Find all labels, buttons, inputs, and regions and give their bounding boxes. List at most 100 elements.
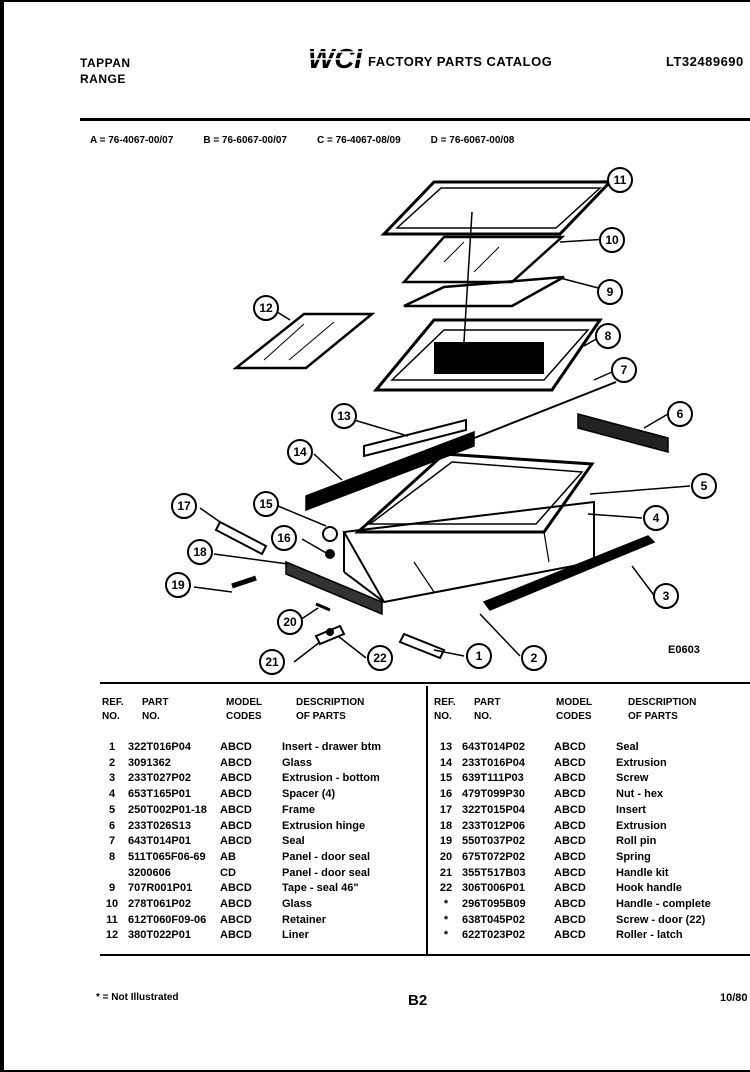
model-codes-cell: ABCD xyxy=(554,772,586,785)
callout-16: 16 xyxy=(271,525,297,551)
callout-1: 1 xyxy=(466,643,492,669)
svg-text:5: 5 xyxy=(701,479,708,493)
callout-7: 7 xyxy=(611,357,637,383)
part-number-cell: 322T016P04 xyxy=(128,741,191,753)
model-codes-cell: ABCD xyxy=(554,850,586,863)
part-liner-shape xyxy=(232,312,376,370)
model-codes-cell: ABCD xyxy=(554,929,586,942)
callout-11: 11 xyxy=(607,167,633,193)
description-cell: Extrusion xyxy=(616,756,667,769)
part-number-cell: 355T517B03 xyxy=(462,866,526,879)
ref-cell: 8 xyxy=(108,850,116,863)
model-codes-cell: ABCD xyxy=(220,756,252,769)
ref-cell: 17 xyxy=(439,803,453,816)
part-insert-1-shape xyxy=(398,632,446,660)
brand-line-1: TAPPAN xyxy=(80,56,131,70)
ref-cell: 12 xyxy=(105,929,119,942)
callout-10: 10 xyxy=(599,227,625,253)
svg-text:9: 9 xyxy=(607,285,614,299)
ref-cell: 11 xyxy=(106,913,118,926)
callout-14: 14 xyxy=(287,439,313,465)
description-cell: Handle - complete xyxy=(616,898,711,910)
part-seal-13-shape xyxy=(363,418,467,458)
model-codes-cell: ABCD xyxy=(220,882,252,895)
table-row: 22 306T006P01 ABCD Hook handle xyxy=(430,881,746,897)
callout-20: 20 xyxy=(277,609,303,635)
part-glass-top-shape xyxy=(401,235,566,284)
callout-21: 21 xyxy=(259,649,285,675)
part-extrusion-18-shape xyxy=(285,560,383,616)
part-number-cell: 233T016P04 xyxy=(462,756,525,769)
ref-cell: 16 xyxy=(439,788,453,801)
model-codes-cell: ABCD xyxy=(220,835,252,848)
part-number-cell: 643T014P02 xyxy=(462,741,525,753)
svg-text:21: 21 xyxy=(265,655,279,669)
ref-cell: 3 xyxy=(108,772,116,785)
table-bottom-rule xyxy=(100,954,750,956)
catalog-page: TAPPAN RANGE WCI FACTORY PARTS CATALOG L… xyxy=(4,2,750,1070)
model-codes-cell: ABCD xyxy=(554,741,586,753)
callout-22: 22 xyxy=(367,645,393,671)
part-number-cell: 638T045P02 xyxy=(462,913,525,926)
svg-text:3: 3 xyxy=(663,589,670,603)
footnote-not-illustrated: * = Not Illustrated xyxy=(96,992,179,1003)
part-number-cell: 233T026S13 xyxy=(128,819,191,832)
description-cell: Spacer (4) xyxy=(282,788,336,801)
ref-cell: 14 xyxy=(439,756,453,769)
description-cell: Frame xyxy=(282,803,316,816)
model-codes-cell: ABCD xyxy=(554,835,586,848)
ref-cell: 15 xyxy=(439,772,453,785)
description-cell: Roll pin xyxy=(616,835,657,848)
part-number-cell: 675T072P02 xyxy=(462,850,525,863)
ref-cell: 1 xyxy=(108,741,116,753)
ref-cell: 9 xyxy=(108,882,116,895)
part-number-cell: 511T065F06-69 xyxy=(128,850,206,863)
part-insert-17-shape xyxy=(214,520,268,556)
model-codes-cell: ABCD xyxy=(220,929,252,942)
svg-text:17: 17 xyxy=(177,499,191,513)
model-codes-cell: ABCD xyxy=(554,803,586,816)
part-number-cell: 612T060F09-06 xyxy=(128,913,207,926)
callout-17: 17 xyxy=(171,493,197,519)
model-legend: A = 76-4067-00/07 B = 76-6067-00/07 C = … xyxy=(90,135,514,146)
description-cell: Seal xyxy=(282,835,305,848)
description-cell: Extrusion - bottom xyxy=(282,772,380,785)
model-codes-cell: ABCD xyxy=(554,882,586,895)
diagram-code: E0603 xyxy=(668,644,700,656)
svg-text:11: 11 xyxy=(614,173,627,187)
part-door-seal-panel-shape xyxy=(372,318,603,392)
part-number-cell: 306T006P01 xyxy=(462,882,525,895)
ref-cell: * xyxy=(443,913,449,926)
ref-cell: * xyxy=(443,898,449,910)
model-codes-cell: ABCD xyxy=(554,866,586,879)
model-codes-cell: ABCD xyxy=(554,819,586,832)
table-top-rule xyxy=(100,682,750,684)
description-cell: Hook handle xyxy=(616,882,683,895)
callout-2: 2 xyxy=(521,645,547,671)
brand-line-2: RANGE xyxy=(80,72,126,86)
description-cell: Screw xyxy=(616,772,649,785)
part-number-cell: 3091362 xyxy=(128,756,171,769)
ref-cell: 4 xyxy=(108,788,116,801)
callout-15: 15 xyxy=(253,491,279,517)
ref-cell: 22 xyxy=(439,882,453,895)
part-retainer-shape xyxy=(380,180,614,236)
ref-cell: 21 xyxy=(439,866,453,879)
model-d: D = 76-6067-00/08 xyxy=(430,135,515,146)
description-cell: Liner xyxy=(282,929,309,942)
catalog-title: FACTORY PARTS CATALOG xyxy=(368,54,553,69)
